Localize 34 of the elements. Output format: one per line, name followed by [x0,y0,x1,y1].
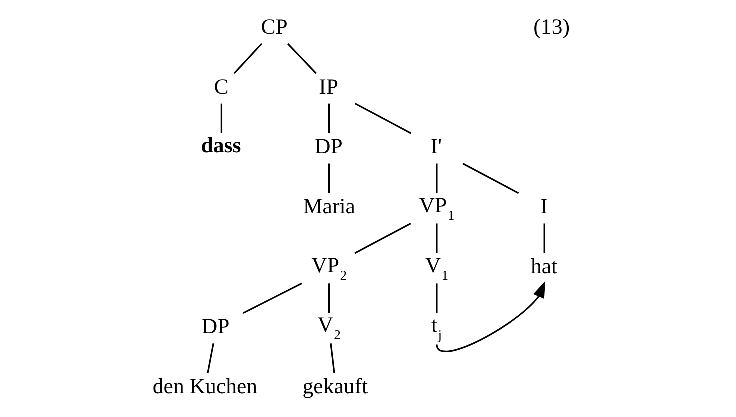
connector [436,224,438,254]
connector [206,343,214,374]
connector [354,103,412,134]
node-text: hat [530,254,558,279]
node-text: V$_{2}$ [317,313,340,343]
node-text: VP$_{2}$ [311,253,347,283]
node-text: DP [201,314,230,339]
connector [436,164,438,194]
node-text: CP [260,14,288,39]
connector [328,164,330,194]
node-text: t$_{j}$ [431,313,442,343]
node-text: C [214,74,228,99]
node-text: Maria [302,194,355,219]
node-text: IP [318,74,338,99]
connector [543,224,545,254]
connector [436,284,438,314]
connector [328,284,330,314]
connector [354,223,411,254]
node-text: VP$_{1}$ [418,193,454,223]
node-text: DP [314,134,342,159]
connector [330,344,335,374]
node-text: dass [200,133,241,158]
node-text: den Kuchen [152,374,258,399]
node-text: gekauft [302,374,368,399]
connector [220,104,222,134]
node-text: I [540,194,548,219]
connector [286,43,316,74]
connector [242,282,302,314]
connector [462,163,519,194]
connector [233,43,262,74]
connector [328,104,330,134]
node-text: I' [430,134,442,159]
node-text: V$_{1}$ [424,253,448,283]
label: (13) [533,14,570,39]
